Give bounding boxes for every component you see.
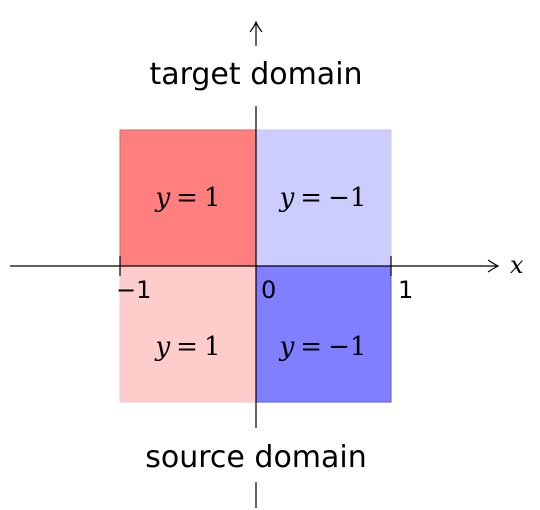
up-arrow-icon bbox=[249, 20, 263, 33]
quadrant-top-left bbox=[119, 129, 257, 267]
quadrant-top-right bbox=[255, 129, 392, 267]
quadrant-bottom-right-label: y=−1 bbox=[279, 332, 367, 362]
x-axis-label: x bbox=[510, 251, 524, 279]
quadrant-top-right-label: y=−1 bbox=[279, 183, 367, 213]
tick-one-label: 1 bbox=[398, 276, 413, 304]
tick-zero-label: 0 bbox=[261, 276, 276, 304]
quadrant-bottom-left-label: y=1 bbox=[154, 332, 220, 362]
source-domain-label: source domain bbox=[145, 440, 367, 475]
quadrant-top-left-label: y=1 bbox=[154, 183, 220, 213]
target-domain-label: target domain bbox=[149, 57, 362, 92]
x-axis-arrow-icon bbox=[487, 259, 500, 273]
tick-neg1-label: −1 bbox=[116, 276, 151, 304]
quadrant-bottom-left bbox=[119, 265, 257, 403]
